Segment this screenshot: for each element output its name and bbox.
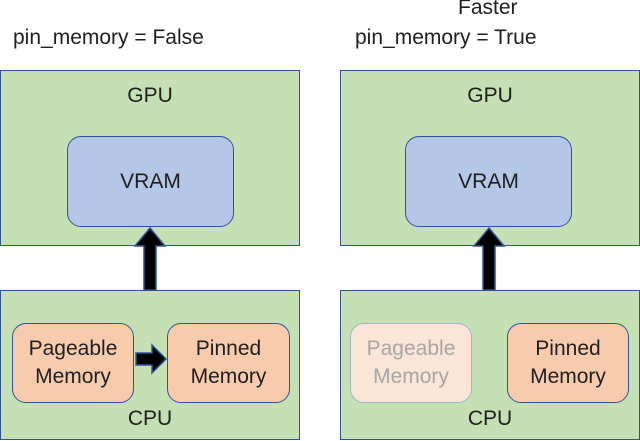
right-title: pin_memory = True xyxy=(355,26,537,49)
left-pageable-memory-label: Pageable Memory xyxy=(28,337,118,388)
left-vram-box: VRAM xyxy=(67,136,234,227)
left-pinned-memory-label: Pinned Memory xyxy=(190,337,267,388)
right-pageable-memory-label: Pageable Memory xyxy=(366,337,456,388)
right-pinned-memory-label: Pinned Memory xyxy=(530,337,606,388)
left-transfer-arrow-up xyxy=(133,226,167,291)
right-cpu-label: CPU xyxy=(467,407,513,430)
left-pinned-memory-box: Pinned Memory xyxy=(167,323,290,403)
left-cpu-label: CPU xyxy=(127,407,173,430)
right-transfer-arrow-up xyxy=(472,226,506,291)
left-title: pin_memory = False xyxy=(13,26,204,49)
right-caption: Faster xyxy=(458,0,518,19)
right-gpu-label: GPU xyxy=(467,84,513,107)
left-pageable-to-pinned-arrow xyxy=(135,343,168,375)
right-vram-label: VRAM xyxy=(458,169,519,193)
left-gpu-label: GPU xyxy=(127,84,173,107)
left-vram-label: VRAM xyxy=(120,169,181,193)
left-pageable-memory-box: Pageable Memory xyxy=(12,323,134,403)
right-vram-box: VRAM xyxy=(405,136,572,227)
right-pinned-memory-box: Pinned Memory xyxy=(507,323,629,403)
right-pageable-memory-box: Pageable Memory xyxy=(350,323,472,403)
